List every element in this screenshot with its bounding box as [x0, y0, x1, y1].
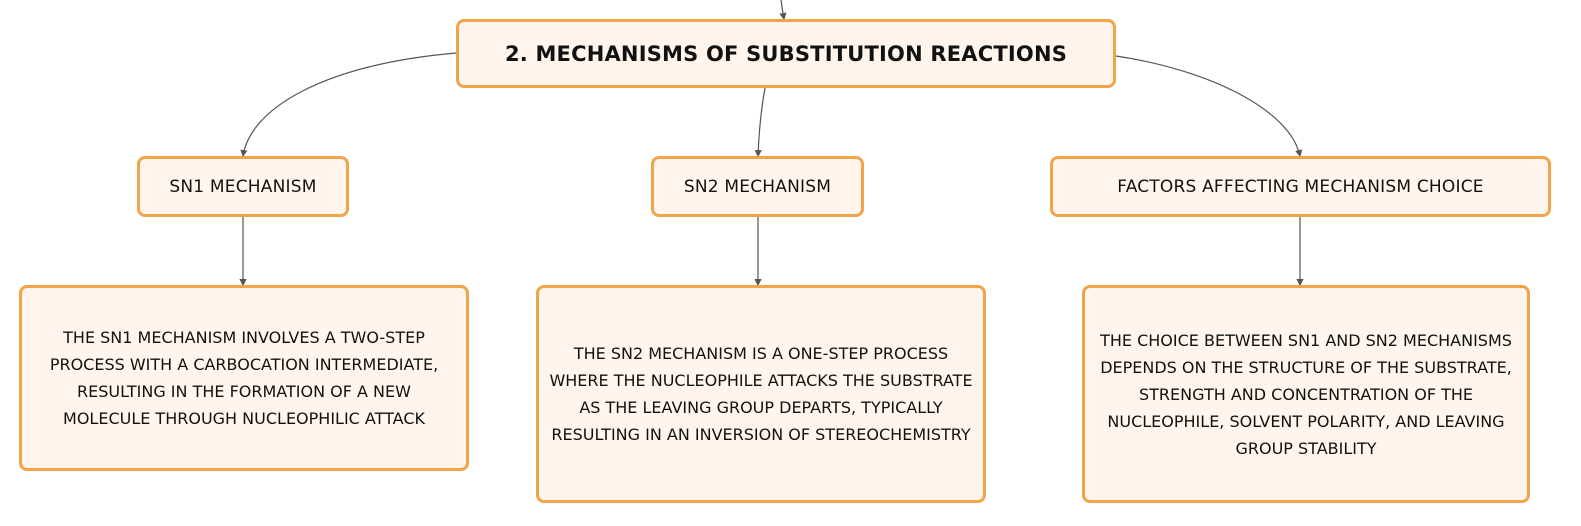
- mechanism-choice-factors-label: FACTORS AFFECTING MECHANISM CHOICE: [1117, 176, 1484, 197]
- incoming-connector: [779, 0, 787, 21]
- root-to-sn2-connector: [754, 87, 766, 158]
- mechanism-choice-detail-node[interactable]: THE CHOICE BETWEEN SN1 AND SN2 MECHANISM…: [1082, 285, 1530, 503]
- sn2-detail-text: THE SN2 MECHANISM IS A ONE-STEP PROCESS …: [549, 344, 973, 444]
- mechanism-choice-factors-node[interactable]: FACTORS AFFECTING MECHANISM CHOICE: [1050, 156, 1551, 217]
- mechanism-choice-detail-text: THE CHOICE BETWEEN SN1 AND SN2 MECHANISM…: [1100, 330, 1512, 458]
- sn1-mechanism-label: SN1 MECHANISM: [169, 176, 317, 197]
- sn2-mechanism-label: SN2 MECHANISM: [683, 176, 832, 197]
- sn2-mechanism-node[interactable]: SN2 MECHANISM: [651, 156, 864, 217]
- root-node[interactable]: 2. MECHANISMS OF SUBSTITUTION REACTIONS: [456, 19, 1116, 88]
- sn1-mechanism-node[interactable]: SN1 MECHANISM: [137, 156, 349, 217]
- root-to-sn1-connector: [240, 52, 457, 158]
- sn1-detail-text: THE SN1 MECHANISM INVOLVES A TWO-STEP PR…: [49, 328, 439, 428]
- root-title: 2. MECHANISMS OF SUBSTITUTION REACTIONS: [504, 41, 1068, 66]
- sn2-detail-node[interactable]: THE SN2 MECHANISM IS A ONE-STEP PROCESS …: [536, 285, 986, 503]
- root-to-factors-connector: [1115, 55, 1303, 158]
- sn1-detail-node[interactable]: THE SN1 MECHANISM INVOLVES A TWO-STEP PR…: [19, 285, 469, 471]
